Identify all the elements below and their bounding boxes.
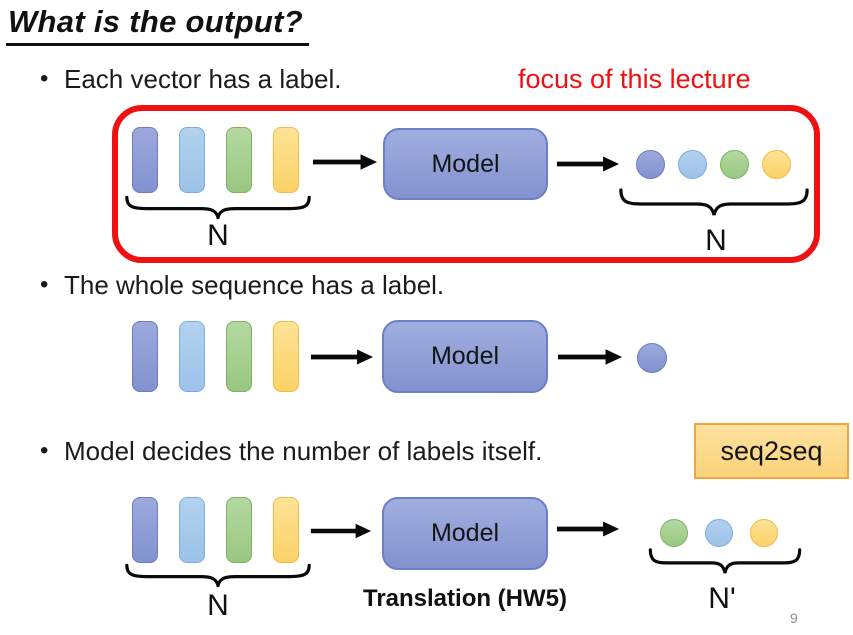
input-count-label: N [207, 219, 229, 252]
brace-under-inputs-icon [124, 195, 312, 219]
seq2seq-label: seq2seq [720, 435, 823, 466]
output-label-purple [636, 150, 665, 179]
output-count-label: N [705, 224, 727, 257]
bullet-text: Model decides the number of labels itsel… [64, 436, 543, 466]
input-vector-group [132, 497, 299, 563]
bullet-dot: • [40, 271, 49, 298]
page-title: What is the output? [6, 4, 309, 46]
output-label-group [637, 343, 667, 373]
seq2seq-badge: seq2seq [694, 423, 849, 479]
model-box: Model [382, 497, 548, 570]
model-label: Model [430, 519, 500, 547]
brace-under-outputs-icon [648, 547, 802, 575]
brace-under-outputs-icon [618, 187, 810, 217]
arrow-icon [312, 154, 378, 170]
output-label-group [660, 519, 795, 547]
translation-caption: Translation (HW5) [362, 585, 567, 612]
input-vector-yellow [273, 127, 299, 193]
output-label-green [660, 519, 688, 547]
output-label-purple [637, 343, 667, 373]
bullet-item-3: • Model decides the number of labels its… [40, 436, 542, 467]
bullet-dot: • [40, 65, 49, 92]
arrow-icon [310, 349, 374, 365]
focus-note: focus of this lecture [518, 64, 751, 94]
arrow-icon [557, 349, 623, 365]
output-label-green [720, 150, 749, 179]
input-vector-yellow [273, 497, 299, 563]
input-vector-green [226, 497, 252, 563]
arrow-icon [310, 523, 372, 539]
input-vector-group [132, 127, 299, 193]
output-label-yellow [762, 150, 791, 179]
input-vector-blue [179, 321, 205, 392]
input-vector-purple [132, 497, 158, 563]
input-vector-blue [179, 497, 205, 563]
input-vector-yellow [273, 321, 299, 392]
model-box: Model [383, 128, 548, 200]
bullet-item-1: • Each vector has a label. [40, 64, 342, 95]
input-vector-group [132, 321, 299, 392]
input-vector-purple [132, 321, 158, 392]
bullet-item-2: • The whole sequence has a label. [40, 270, 444, 301]
input-vector-purple [132, 127, 158, 193]
bullet-text: The whole sequence has a label. [64, 270, 445, 300]
output-label-yellow [750, 519, 778, 547]
bullet-dot: • [40, 437, 49, 464]
input-count-label: N [207, 589, 229, 622]
output-label-blue [705, 519, 733, 547]
output-label-blue [678, 150, 707, 179]
bullet-text: Each vector has a label. [64, 64, 342, 94]
page-number: 9 [790, 610, 798, 626]
arrow-icon [556, 156, 620, 172]
input-vector-green [226, 321, 252, 392]
input-vector-green [226, 127, 252, 193]
focus-outline [112, 105, 820, 263]
brace-under-inputs-icon [124, 563, 312, 587]
output-label-group [636, 150, 804, 179]
input-vector-blue [179, 127, 205, 193]
model-label: Model [430, 342, 500, 370]
arrow-icon [556, 521, 620, 537]
model-label: Model [431, 149, 500, 178]
model-box: Model [382, 320, 548, 393]
output-count-label: N' [708, 582, 736, 615]
